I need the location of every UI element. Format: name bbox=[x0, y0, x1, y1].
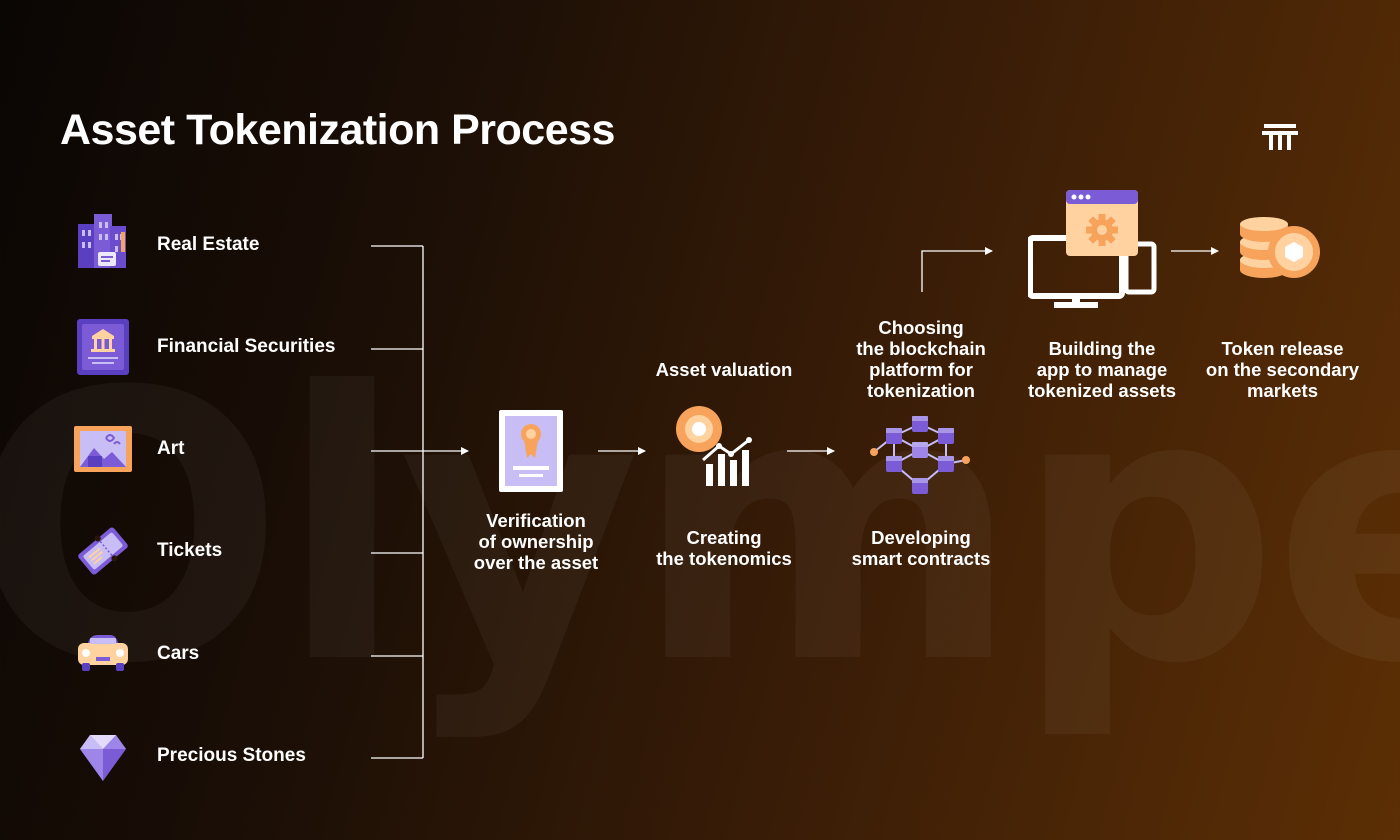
asset-label-precious-stones: Precious Stones bbox=[157, 745, 306, 766]
step-tokenomics-label: Creating the tokenomics bbox=[656, 527, 792, 569]
building-icon bbox=[78, 214, 126, 268]
asset-cars: Cars bbox=[70, 621, 370, 687]
computer-settings-icon bbox=[1028, 190, 1157, 308]
asset-label-real-estate: Real Estate bbox=[157, 234, 260, 255]
car-icon bbox=[78, 635, 128, 671]
asset-tickets: Tickets bbox=[70, 518, 370, 584]
ticket-icon bbox=[78, 527, 128, 575]
asset-precious-stones: Precious Stones bbox=[70, 723, 370, 789]
asset-real-estate: Real Estate bbox=[70, 212, 370, 278]
blockchain-cubes-icon bbox=[870, 416, 970, 494]
bank-document-icon bbox=[77, 319, 129, 375]
step-token-release-label: Token release on the secondary markets bbox=[1205, 338, 1360, 401]
step-smart-contracts-label: Developing smart contracts bbox=[851, 527, 991, 569]
asset-label-cars: Cars bbox=[157, 643, 200, 664]
asset-financial-securities: Financial Securities bbox=[70, 314, 370, 380]
certificate-icon bbox=[499, 410, 563, 492]
asset-art: Art bbox=[70, 416, 370, 482]
page-title: Asset Tokenization Process bbox=[60, 106, 615, 154]
painting-icon bbox=[74, 426, 132, 472]
asset-label-art: Art bbox=[157, 438, 185, 459]
step-blockchain-platform-label: Choosing the blockchain platform for tok… bbox=[856, 317, 986, 401]
column-pillar-icon bbox=[1262, 124, 1298, 150]
coin-chart-icon bbox=[676, 406, 752, 486]
gem-icon bbox=[80, 735, 126, 781]
coin-stack-icon bbox=[1240, 217, 1320, 278]
asset-label-financial-securities: Financial Securities bbox=[157, 336, 336, 357]
step-valuation-label: Asset valuation bbox=[655, 359, 793, 380]
asset-label-tickets: Tickets bbox=[157, 540, 223, 561]
step-build-app-label: Building the app to manage tokenized ass… bbox=[1027, 338, 1177, 401]
step-verification-label: Verification of ownership over the asset bbox=[473, 510, 599, 573]
